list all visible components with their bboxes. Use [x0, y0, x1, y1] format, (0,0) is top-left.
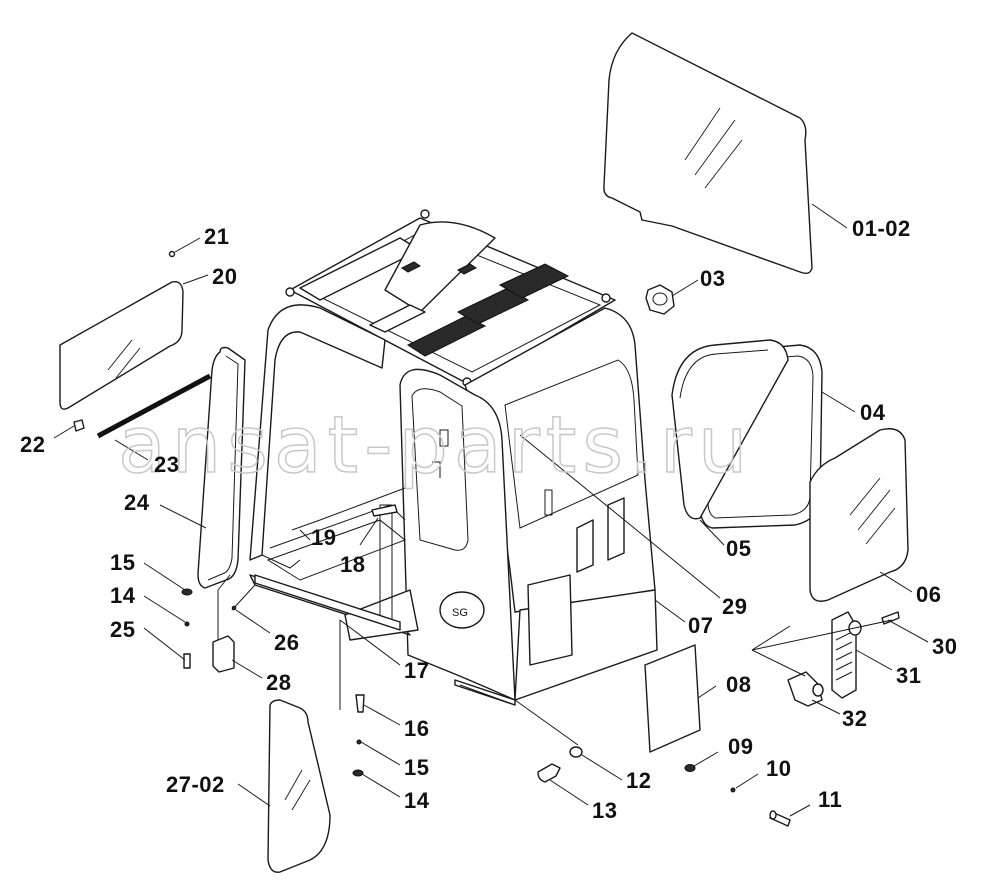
callout-32: 32 — [842, 706, 867, 731]
callout-29: 29 — [722, 594, 747, 619]
callout-labels: 01-02 03 04 05 06 07 08 09 10 11 12 13 1… — [20, 216, 957, 823]
callout-22: 22 — [20, 432, 45, 457]
side-window-part-27-02 — [267, 699, 331, 873]
washer-part-15-upper — [184, 621, 190, 627]
callout-07: 07 — [688, 613, 713, 638]
washer-part-14-upper — [181, 588, 193, 596]
callout-27-02: 27-02 — [166, 772, 225, 797]
callout-17: 17 — [404, 658, 429, 683]
callout-05: 05 — [726, 536, 751, 561]
nut-part-22 — [73, 419, 85, 432]
callout-18: 18 — [340, 552, 365, 577]
callout-06: 06 — [916, 582, 941, 607]
seal-strip-part-19 — [291, 487, 406, 531]
frame-seal-part-24 — [197, 346, 246, 589]
latch-part-31 — [831, 611, 862, 699]
callout-24: 24 — [124, 490, 150, 515]
screw-part-25 — [183, 653, 191, 669]
washer-part-15-lower — [356, 739, 362, 745]
callout-11: 11 — [818, 787, 842, 812]
callout-10: 10 — [766, 756, 791, 781]
bracket-part-32 — [787, 671, 824, 707]
callout-03: 03 — [700, 266, 725, 291]
callout-25: 25 — [110, 617, 135, 642]
pin-part-13 — [537, 763, 561, 783]
bracket-part-26 — [231, 574, 401, 631]
callout-15-upper: 14 — [110, 583, 136, 608]
callout-08: 08 — [726, 672, 751, 697]
callout-09: 09 — [728, 734, 753, 759]
bolt-part-30 — [881, 611, 900, 625]
callout-04: 04 — [860, 400, 886, 425]
knob-part-03 — [645, 284, 675, 315]
callout-26: 26 — [274, 630, 299, 655]
callout-14-lower: 14 — [404, 788, 430, 813]
bolt-part-11 — [769, 810, 791, 827]
washer-part-14-lower — [352, 769, 364, 777]
cover-plate-part-08 — [644, 644, 701, 753]
bolt-part-21 — [168, 250, 176, 258]
rubber-strip-part-23 — [96, 373, 212, 439]
callout-01-02: 01-02 — [852, 216, 911, 241]
washer-part-09 — [684, 764, 696, 772]
callout-12: 12 — [626, 768, 651, 793]
callout-16: 16 — [404, 716, 429, 741]
rear-glass-part-06 — [809, 428, 909, 602]
cab-logo-text: SG — [452, 607, 468, 619]
side-glass-part-20 — [59, 281, 184, 410]
callout-28: 28 — [266, 670, 291, 695]
glass-seal-part-05 — [671, 339, 789, 520]
callout-20: 20 — [212, 264, 237, 289]
screw-part-16 — [355, 694, 365, 713]
washer-part-10 — [730, 787, 736, 793]
nut-part-12 — [569, 746, 583, 758]
callout-15-lower: 15 — [404, 755, 429, 780]
block-part-28 — [212, 574, 235, 673]
callout-23: 23 — [154, 452, 179, 477]
door-glass-part-01-02 — [603, 32, 813, 275]
callout-21: 21 — [204, 224, 229, 249]
callout-30: 30 — [932, 634, 957, 659]
rod-part-18 — [371, 504, 398, 517]
callout-19: 19 — [311, 525, 336, 550]
leader-lines — [53, 203, 929, 817]
callout-31: 31 — [896, 663, 921, 688]
watermark-text: ansat-parts.ru — [118, 401, 753, 491]
callout-14-upper: 15 — [110, 550, 135, 575]
cab-body-part-07: SG — [249, 209, 658, 706]
callout-13: 13 — [592, 798, 617, 823]
